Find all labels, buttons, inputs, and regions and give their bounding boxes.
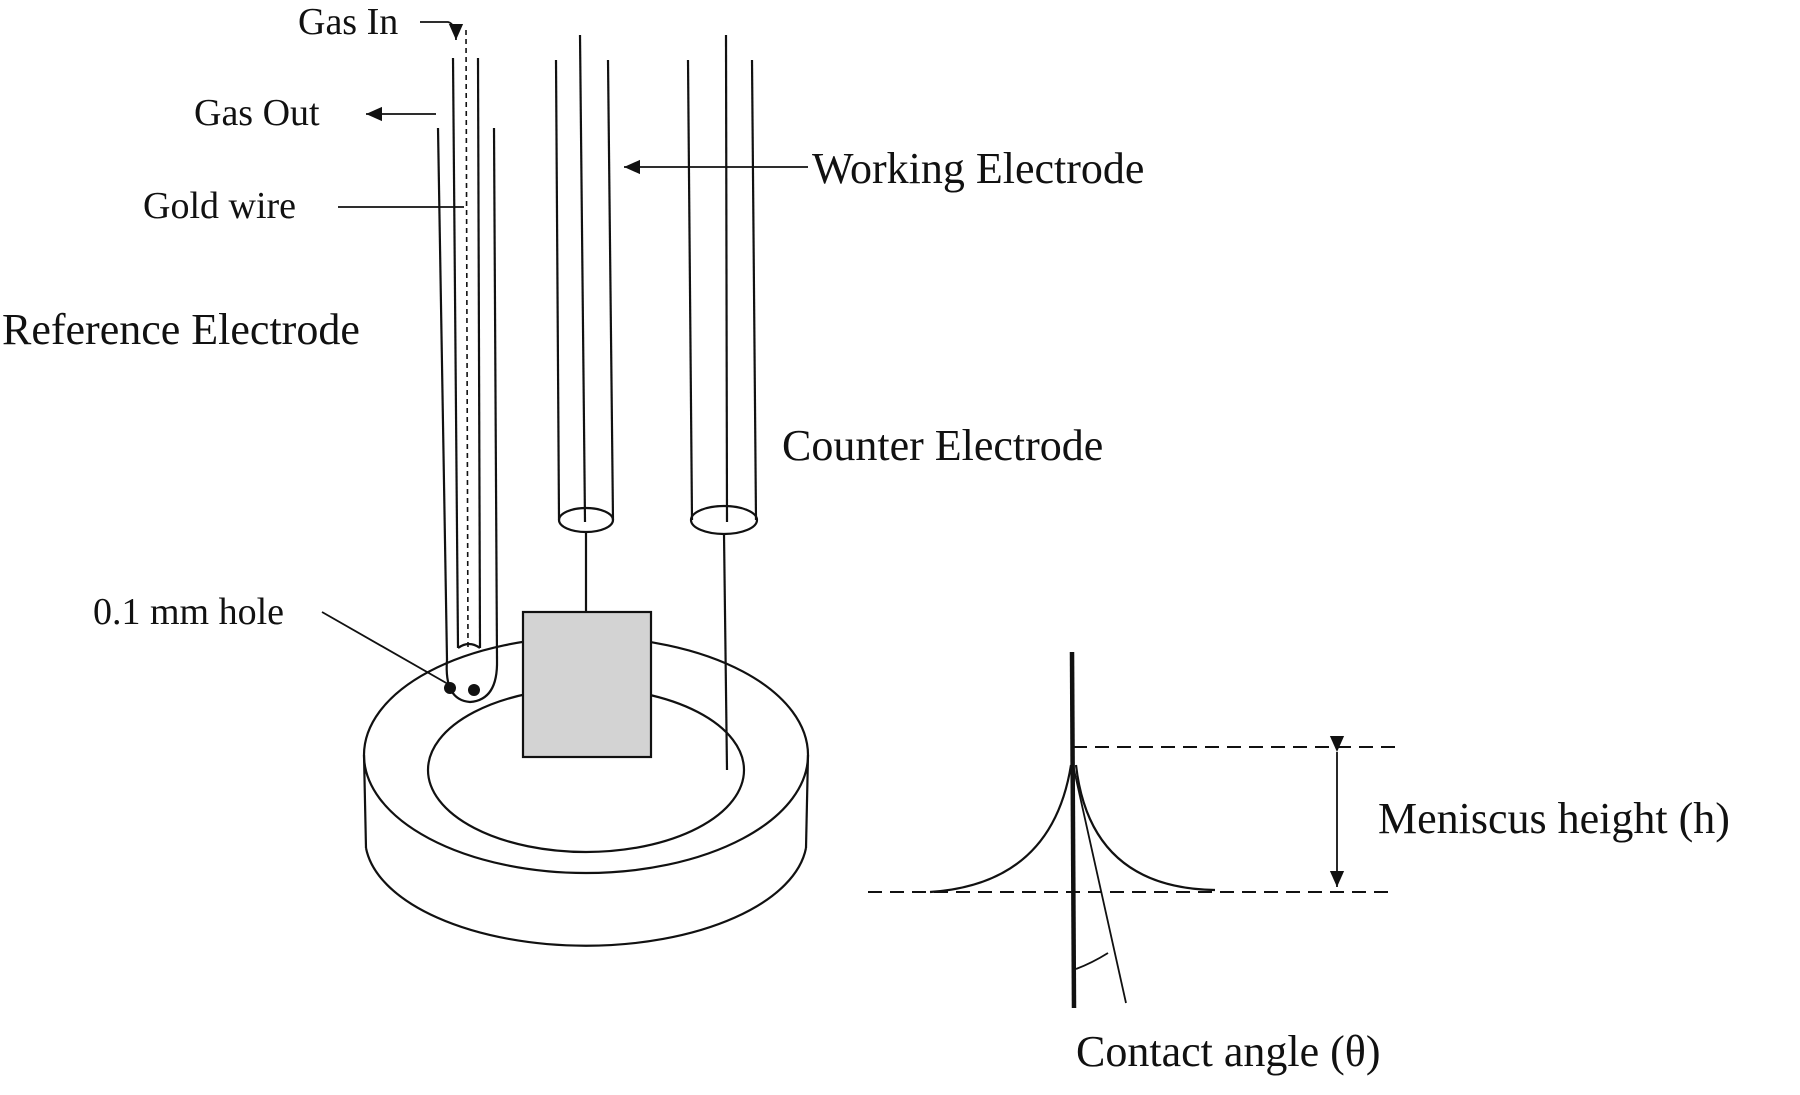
reference-electrode <box>436 29 499 704</box>
working-electrode-tube <box>554 34 615 612</box>
hole-dot-left <box>444 682 456 694</box>
contact-angle-label: Contact angle (θ) <box>1076 1027 1381 1076</box>
counter-electrode-label: Counter Electrode <box>782 421 1103 470</box>
sample-block <box>521 610 653 759</box>
hole-leader <box>321 611 449 685</box>
reference-electrode-label: Reference Electrode <box>2 305 360 354</box>
working-electrode-label: Working Electrode <box>812 144 1144 193</box>
gas-in-arrow <box>420 21 464 41</box>
meniscus-height-label: Meniscus height (h) <box>1378 794 1730 843</box>
meniscus-inset <box>868 651 1395 1009</box>
gas-out-label: Gas Out <box>194 92 320 134</box>
gold-wire-label: Gold wire <box>143 185 296 227</box>
gas-in-label: Gas In <box>298 1 398 43</box>
counter-electrode-tube <box>686 34 759 771</box>
hole-label: 0.1 mm hole <box>93 591 284 633</box>
hole-dot-right <box>468 684 480 696</box>
